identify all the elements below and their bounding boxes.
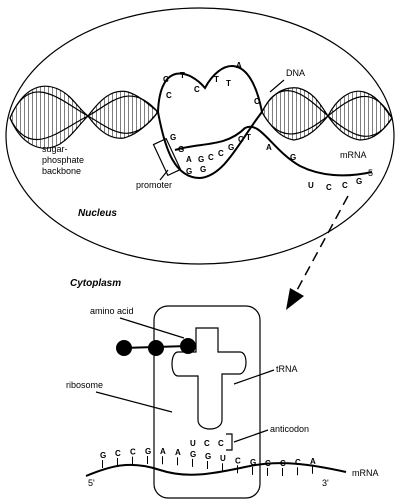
promoter-box	[152, 137, 182, 177]
base-letter: T	[226, 79, 231, 88]
amino-acid-label: amino acid	[90, 306, 134, 316]
trna	[171, 327, 247, 430]
nucleus-label: Nucleus	[78, 208, 117, 219]
dna-coding-strand	[157, 65, 263, 113]
trna-label: tRNA	[276, 364, 298, 374]
base-letter: T	[246, 133, 251, 142]
base-letter: T	[214, 75, 219, 84]
codon-base: G	[205, 452, 211, 461]
base-letter: A	[266, 143, 272, 152]
mrna-bottom-label: mRNA	[352, 468, 379, 478]
five-prime-top-label: 5	[368, 168, 373, 178]
anticodon-leader	[233, 429, 269, 443]
anticodon-base: U	[190, 439, 196, 448]
amino-acid-chain	[116, 338, 196, 356]
arrowhead	[286, 288, 304, 310]
base-letter: G	[356, 177, 362, 186]
base-letter: A	[186, 155, 192, 164]
base-letter: T	[180, 71, 185, 80]
base-letter: C	[194, 85, 200, 94]
ribosome-label: ribosome	[66, 380, 103, 390]
anticodon-bracket	[226, 433, 233, 451]
nucleus-ellipse	[5, 7, 395, 265]
dna-label: DNA	[286, 68, 305, 78]
base-letter: C	[166, 91, 172, 100]
promoter-label: promoter	[136, 180, 172, 190]
transport-arrow	[295, 195, 349, 293]
base-letter: G	[186, 167, 192, 176]
dna-helix-right	[261, 87, 393, 141]
codon-base: C	[265, 459, 271, 468]
codon-base: C	[295, 458, 301, 467]
base-letter: G	[290, 153, 296, 162]
base-letter: C	[238, 135, 244, 144]
amino-acid-leader	[119, 317, 185, 339]
codon-base: G	[145, 447, 151, 456]
codon-base: G	[100, 451, 106, 460]
backbone-label-1: sugar-	[42, 144, 68, 154]
transcript-tail-bases: G U C C G	[290, 153, 362, 192]
base-letter: G	[170, 133, 176, 142]
base-letter: G	[178, 145, 184, 154]
codon-base: G	[190, 450, 196, 459]
base-letter: G	[198, 155, 204, 164]
codon-base: U	[220, 454, 226, 463]
base-letter: G	[228, 143, 234, 152]
codon-base: A	[160, 447, 166, 456]
top-strand-bases: C C T C T A T C	[163, 61, 260, 106]
base-letter: U	[308, 181, 314, 190]
base-letter: A	[236, 61, 242, 70]
template-strand-bases: G G A G C C G G G C T A	[170, 133, 272, 176]
codon-base: A	[175, 448, 181, 457]
codon-base: C	[235, 456, 241, 465]
mrna-transcript-top	[174, 125, 373, 177]
base-letter: G	[200, 165, 206, 174]
three-prime-label: 3'	[322, 478, 329, 488]
base-letter: C	[342, 181, 348, 190]
ribosome	[153, 305, 261, 499]
anticodon-base: C	[204, 439, 210, 448]
promoter-leader	[159, 169, 169, 181]
codon-base: C	[130, 448, 136, 457]
codon-base: C	[115, 449, 121, 458]
five-prime-label: 5'	[88, 478, 95, 488]
base-letter: C	[254, 97, 260, 106]
codon-base: A	[310, 457, 316, 466]
base-letter: C	[208, 153, 214, 162]
mrna-top-label: mRNA	[340, 150, 367, 160]
trna-leader	[233, 369, 275, 385]
ribosome-leader	[95, 391, 173, 413]
anticodon-base: C	[218, 439, 224, 448]
base-letter: C	[326, 183, 332, 192]
cytoplasm-label: Cytoplasm	[70, 278, 121, 289]
dna-leader	[269, 79, 285, 93]
dna-template-strand	[157, 111, 263, 180]
backbone-label-2: phosphate	[42, 155, 84, 165]
codon-base: C	[280, 459, 286, 468]
dna-helix-left	[9, 85, 159, 149]
base-letter: C	[163, 75, 169, 84]
backbone-label-3: backbone	[42, 166, 81, 176]
base-letter: C	[218, 149, 224, 158]
mrna-strand-bottom	[85, 462, 347, 477]
codon-base: G	[250, 458, 256, 467]
anticodon-label: anticodon	[270, 424, 309, 434]
